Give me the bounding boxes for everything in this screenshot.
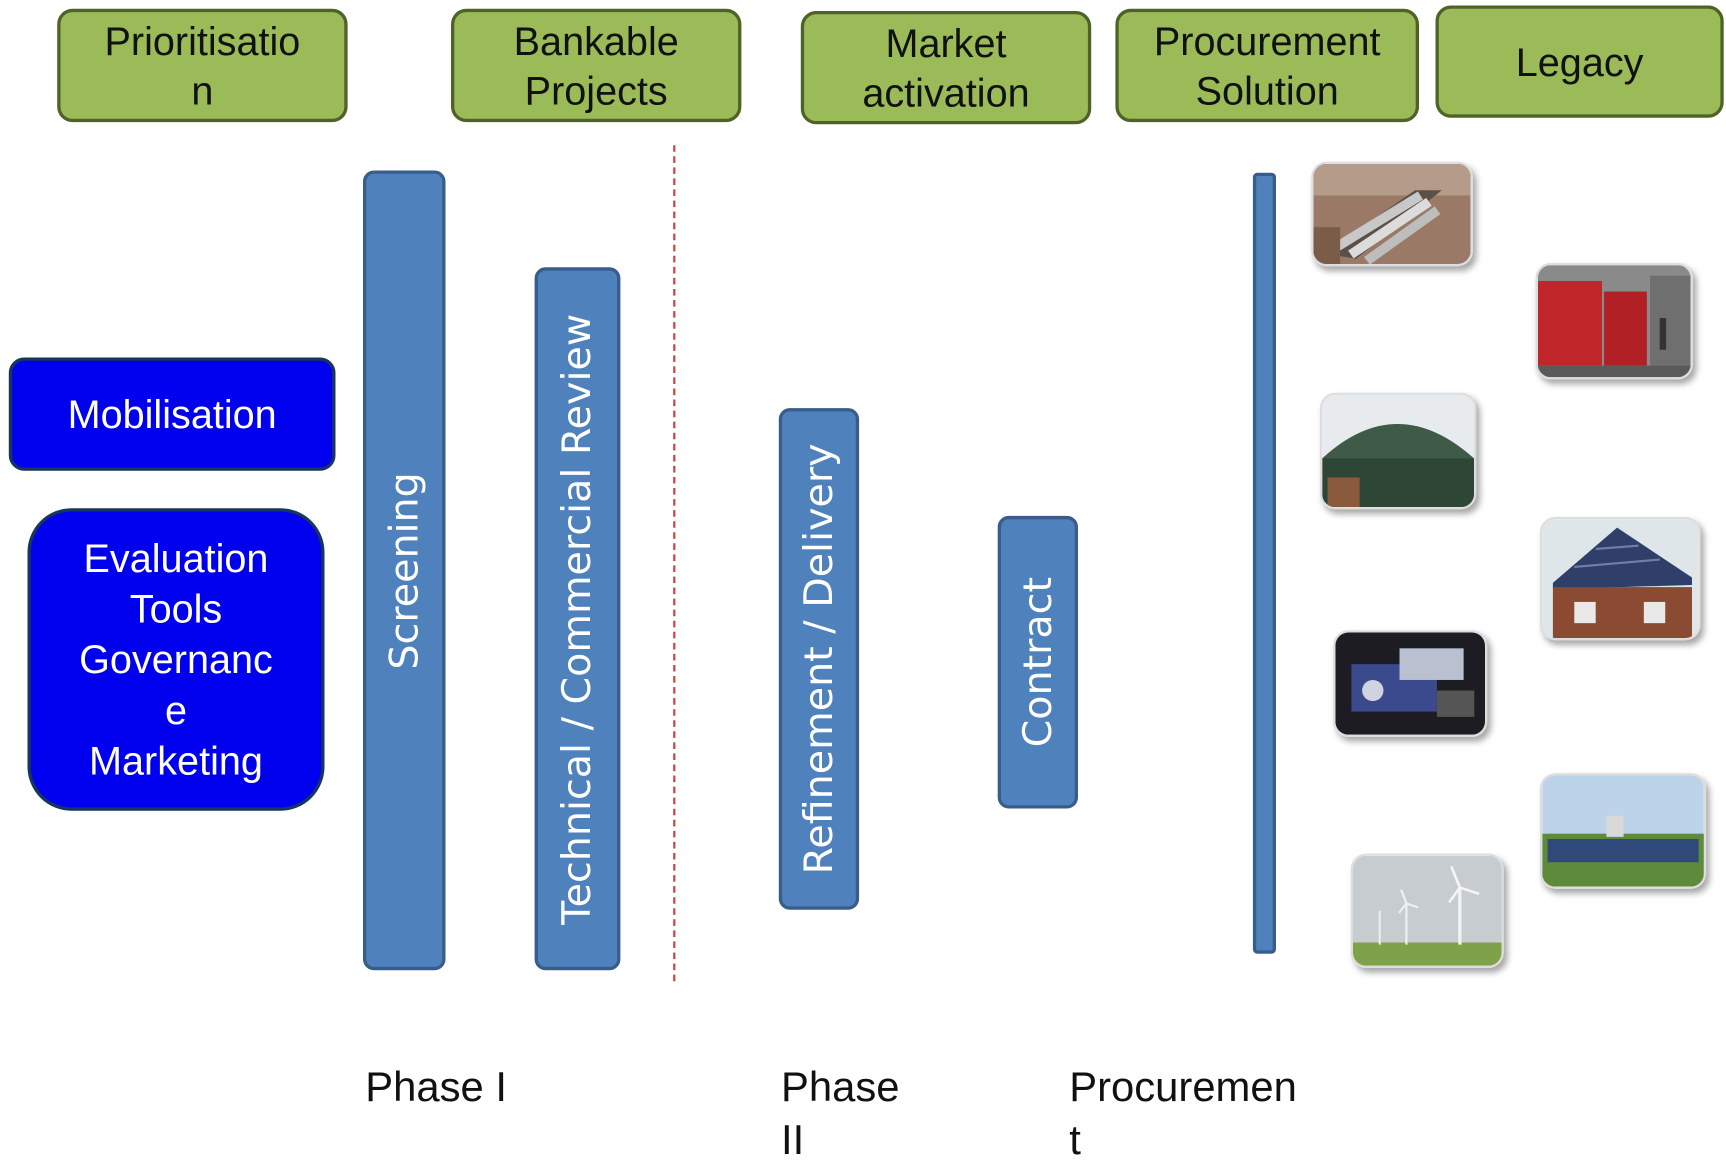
technical-review-bar: Technical / Commercial Review bbox=[535, 267, 621, 970]
refinement-delivery-bar: Refinement / Delivery bbox=[779, 408, 859, 910]
digester-photo bbox=[1320, 393, 1476, 510]
boiler-photo bbox=[1536, 263, 1693, 380]
refinement-delivery-label: Refinement / Delivery bbox=[796, 443, 841, 874]
procurement-phase-label: Procuremen t bbox=[1069, 1062, 1297, 1167]
contract-label: Contract bbox=[1015, 577, 1060, 747]
contract-bar: Contract bbox=[998, 516, 1078, 809]
procurement-solution-box: Procurement Solution bbox=[1115, 9, 1419, 122]
phase-divider-line bbox=[673, 145, 675, 981]
solar-roof-photo bbox=[1540, 517, 1701, 640]
engine-photo bbox=[1333, 630, 1487, 737]
evaluation-tools-box: Evaluation Tools Governanc e Marketing bbox=[28, 508, 325, 811]
legacy-box: Legacy bbox=[1436, 6, 1724, 118]
screening-label: Screening bbox=[382, 472, 427, 669]
solar-field-photo bbox=[1540, 773, 1706, 889]
wind-photo bbox=[1351, 854, 1504, 968]
prioritisation-box: Prioritisatio n bbox=[57, 9, 347, 122]
pipes-photo bbox=[1311, 162, 1473, 267]
screening-bar: Screening bbox=[363, 171, 446, 971]
procurement-thin-bar bbox=[1253, 173, 1276, 954]
bankable-projects-box: Bankable Projects bbox=[451, 9, 741, 122]
technical-review-label: Technical / Commercial Review bbox=[555, 313, 600, 924]
phase-2-label: Phase II bbox=[781, 1062, 900, 1167]
phase-1-label: Phase I bbox=[365, 1062, 507, 1115]
mobilisation-box: Mobilisation bbox=[9, 358, 336, 471]
market-activation-box: Market activation bbox=[801, 11, 1091, 124]
